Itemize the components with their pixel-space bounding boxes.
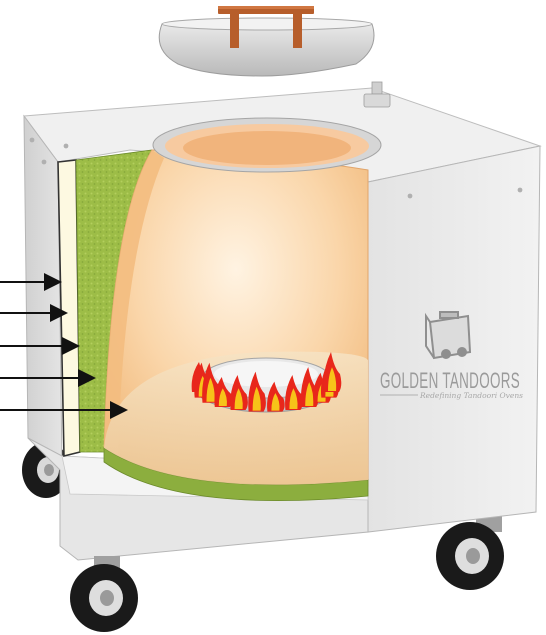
tandoor-mouth: [152, 117, 382, 173]
wheel-front-left: [70, 556, 138, 632]
wheel-back-right: [436, 512, 504, 590]
vent-pin: [363, 81, 391, 108]
burner-flames: [191, 352, 342, 412]
rivets: [29, 137, 523, 199]
flame-core: [252, 386, 261, 411]
flame-core: [218, 388, 227, 406]
flame-core: [289, 388, 298, 410]
layer-arrows: [0, 273, 128, 419]
lid-handle[interactable]: [218, 6, 314, 48]
brand-name: GOLDEN TANDOORS: [380, 368, 520, 393]
flame-core: [206, 377, 215, 402]
lid-top: [161, 17, 373, 31]
brand-block: GOLDEN TANDOORS Redefining Tandoori Oven…: [380, 311, 523, 400]
tandoor-logo-icon: [425, 311, 472, 360]
brand-tagline: Redefining Tandoori Ovens: [419, 391, 523, 400]
flame-core: [271, 392, 280, 411]
flame-core: [234, 388, 243, 410]
cabinet-side-wall: [23, 114, 63, 470]
lid[interactable]: [158, 6, 375, 77]
lid-body: [158, 23, 375, 77]
flame-core: [305, 382, 314, 406]
flame-core: [328, 367, 337, 391]
